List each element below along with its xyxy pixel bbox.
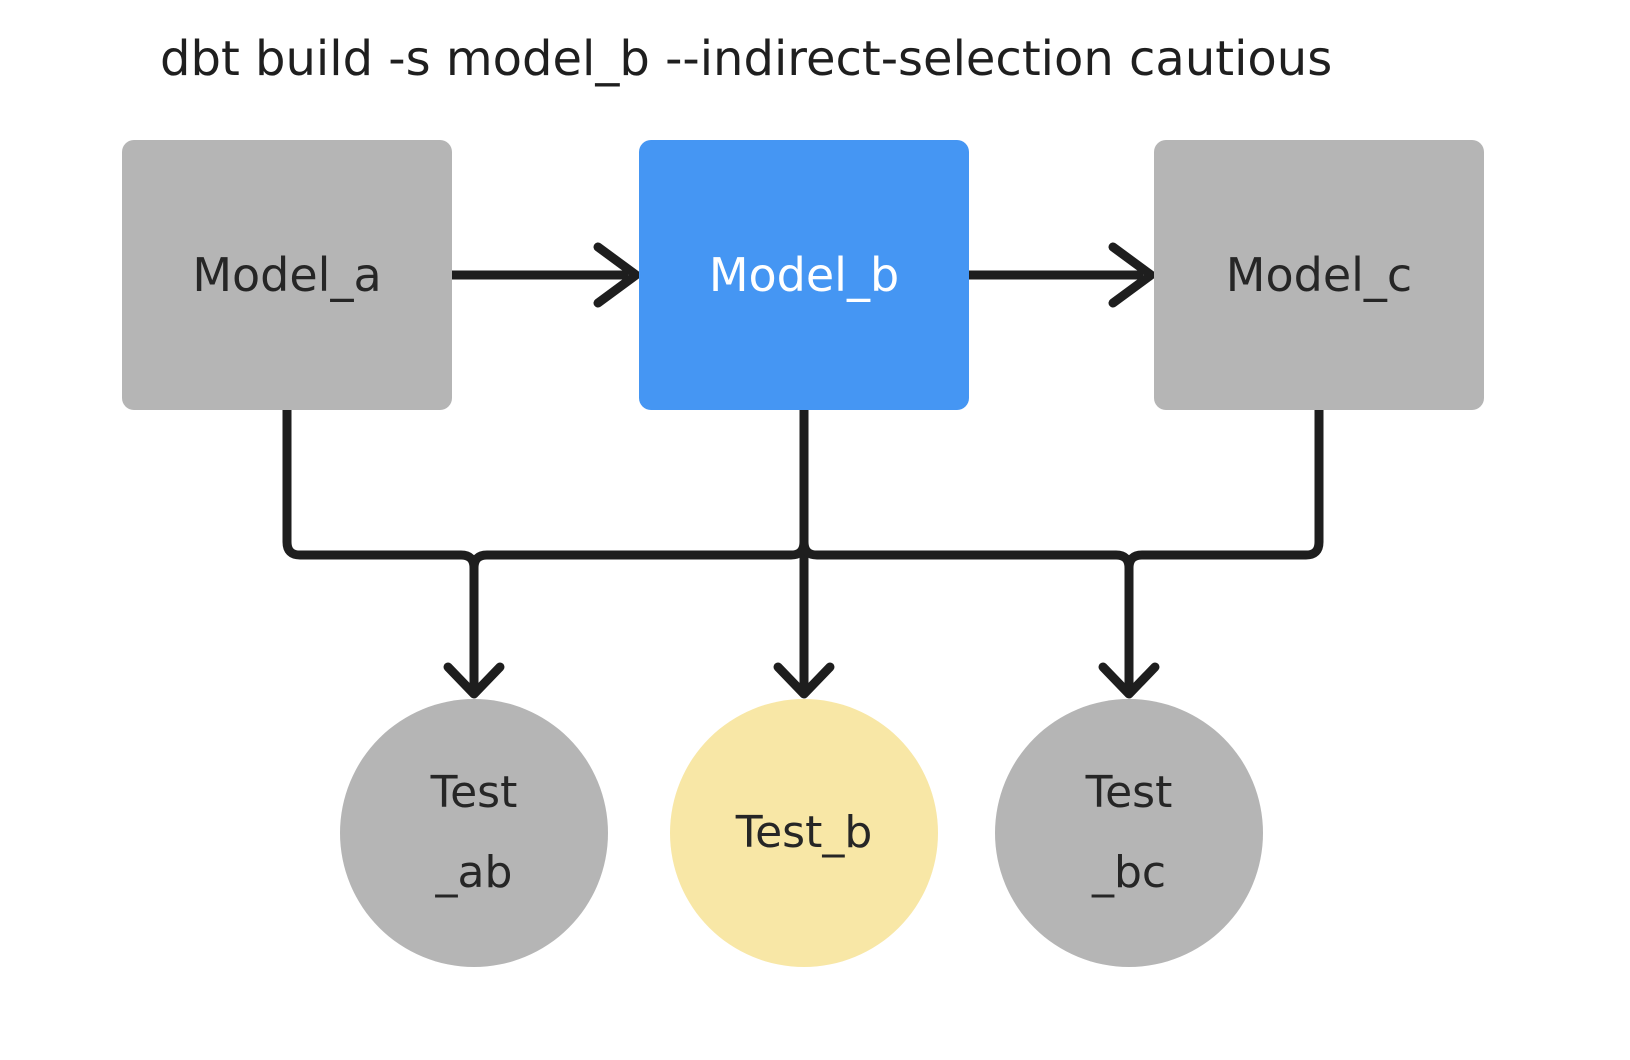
node-test-ab-label-line2: _ab <box>435 847 513 898</box>
diagram-title: dbt build -s model_b --indirect-selectio… <box>160 31 1333 87</box>
edge-model-c-to-test-bc <box>1124 408 1324 569</box>
node-model-a: Model_a <box>122 140 452 410</box>
edge-model-b-to-test-bc <box>799 408 1134 691</box>
node-test-bc: Test _bc <box>995 699 1263 967</box>
node-test-b-label: Test_b <box>735 807 873 858</box>
node-model-a-label: Model_a <box>192 248 382 302</box>
node-model-b-selected: Model_b <box>639 140 969 410</box>
node-test-ab: Test _ab <box>340 699 608 967</box>
edge-model-a-to-test-ab <box>282 408 479 691</box>
node-model-c-label: Model_c <box>1225 248 1413 302</box>
node-model-b-label: Model_b <box>708 248 900 302</box>
arrowhead-model-b <box>593 242 641 308</box>
arrowhead-model-c <box>1108 242 1156 308</box>
arrowhead-test-b <box>773 662 835 699</box>
node-test-bc-label-line1: Test <box>1085 767 1173 818</box>
node-test-b-included: Test_b <box>670 699 938 967</box>
node-test-bc-label-line2: _bc <box>1091 847 1167 898</box>
arrowhead-test-bc <box>1098 662 1160 699</box>
edge-model-b-to-test-ab <box>469 408 809 569</box>
node-test-ab-label-line1: Test <box>430 767 518 818</box>
arrowhead-test-ab <box>443 662 505 699</box>
node-model-c: Model_c <box>1154 140 1484 410</box>
